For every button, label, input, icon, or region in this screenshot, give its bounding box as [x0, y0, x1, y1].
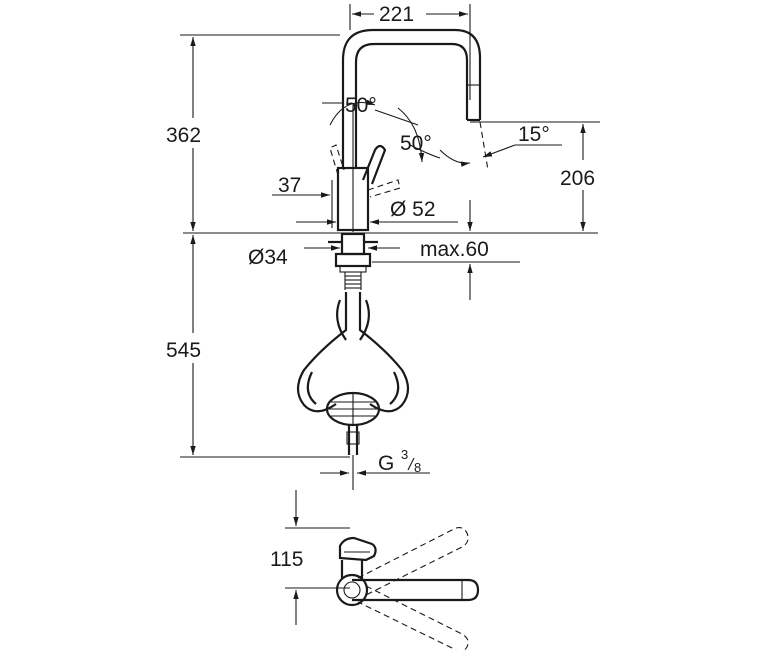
reach-dimension: 221 — [349, 3, 471, 100]
shank-diameter-dimension: Ø34 — [248, 245, 400, 269]
base-diameter-value: Ø 52 — [390, 198, 436, 221]
spray-angle: 15° — [439, 121, 562, 171]
spout-height-value: 206 — [560, 167, 595, 190]
connection-thread-numerator: 3 — [401, 447, 408, 462]
hose-length-value: 545 — [166, 339, 201, 362]
spray-angle-value: 15° — [518, 123, 550, 146]
handle-angle-side-value: 50° — [400, 132, 432, 155]
max-thickness-dimension: max.60 — [372, 200, 520, 300]
mounting-shank — [328, 232, 378, 290]
connection-thread-letter: G — [378, 452, 394, 475]
connection-thread-dimension: G 3 8 — [320, 447, 430, 476]
base-diameter-dimension: Ø 52 — [296, 198, 458, 225]
total-height-value: 362 — [166, 124, 201, 147]
handle-offset-value: 37 — [278, 174, 301, 197]
spout-height-dimension: 206 — [470, 121, 611, 231]
connection-thread-denominator: 8 — [414, 460, 421, 475]
shank-diameter-value: Ø34 — [248, 246, 288, 269]
plan-offset-value: 115 — [270, 548, 303, 571]
handle-angle-up: 50° — [322, 94, 419, 126]
hose-length-dimension: 545 — [160, 235, 350, 458]
max-thickness-value: max.60 — [420, 238, 489, 261]
handle-angle-up-value: 50° — [345, 94, 377, 117]
faucet-plan-view: 115 — [270, 490, 480, 650]
pull-out-hose — [296, 292, 410, 490]
handle-angle-side: 50° — [397, 107, 441, 163]
faucet-elevation — [329, 28, 482, 232]
total-height-dimension: 362 — [160, 34, 340, 231]
shank-thread — [344, 272, 362, 290]
reach-value: 221 — [379, 3, 414, 26]
handle-offset-dimension: 37 — [272, 174, 333, 228]
